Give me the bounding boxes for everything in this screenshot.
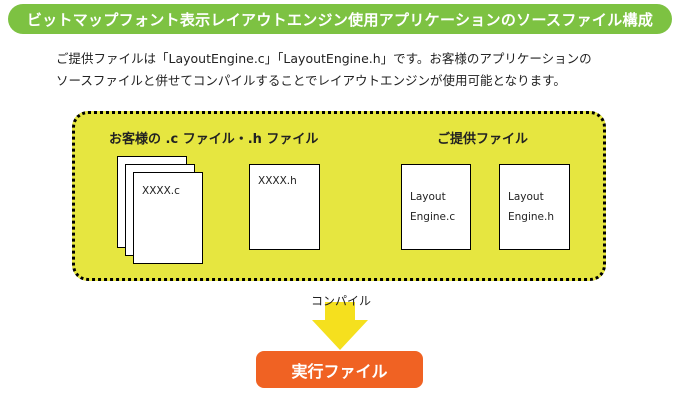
executable-file-label: 実行ファイル <box>291 361 388 381</box>
page-title: ビットマップフォント表示レイアウトエンジン使用アプリケーションのソースファイル構… <box>26 10 654 29</box>
customer-files-label: お客様の .c ファイル・.h ファイル <box>109 132 319 147</box>
customer-c-file: XXXX.c <box>133 172 203 264</box>
description-line-2: ソースファイルと併せてコンパイルすることでレイアウトエンジンが使用可能となります… <box>56 73 566 88</box>
provided-h-file-name-line1: Layout <box>508 191 544 203</box>
compile-arrow-icon <box>312 302 368 350</box>
header-bar: ビットマップフォント表示レイアウトエンジン使用アプリケーションのソースファイル構… <box>8 4 672 34</box>
description: ご提供ファイルは「LayoutEngine.c」「LayoutEngine.h」… <box>56 48 656 92</box>
customer-h-file-name: XXXX.h <box>258 175 297 187</box>
compile-label: コンパイル <box>311 294 372 308</box>
provided-c-file-name-line1: Layout <box>410 191 446 203</box>
source-files-panel: お客様の .c ファイル・.h ファイル ご提供ファイル XXXX.c XXXX… <box>72 111 606 281</box>
customer-h-file: XXXX.h <box>249 164 320 250</box>
executable-file-box: 実行ファイル <box>256 351 423 388</box>
provided-h-file-name-line2: Engine.h <box>508 211 554 223</box>
provided-files-label: ご提供ファイル <box>437 132 529 147</box>
provided-c-file-name-line2: Engine.c <box>410 211 456 223</box>
customer-c-file-name: XXXX.c <box>142 185 180 197</box>
provided-c-file: Layout Engine.c <box>401 164 471 250</box>
provided-h-file: Layout Engine.h <box>499 164 570 250</box>
description-line-1: ご提供ファイルは「LayoutEngine.c」「LayoutEngine.h」… <box>56 51 592 66</box>
